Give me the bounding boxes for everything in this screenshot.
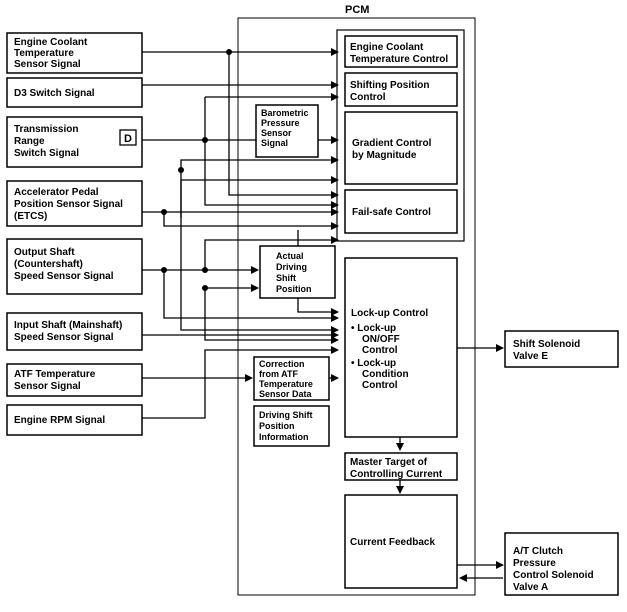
svg-text:Control: Control <box>362 345 398 356</box>
d-position-badge <box>119 129 137 146</box>
block-lockup-control: Lock-up Control • Lock-up ON/OFF Control… <box>344 257 458 438</box>
svg-text:Position Sensor Signal: Position Sensor Signal <box>14 199 123 210</box>
svg-text:Control: Control <box>362 380 398 391</box>
svg-text:Position: Position <box>259 421 295 431</box>
block-correction-atf: Correction from ATF Temperature Sensor D… <box>253 356 330 401</box>
svg-text:Driving: Driving <box>276 262 307 272</box>
svg-text:by Magnitude: by Magnitude <box>352 150 417 161</box>
svg-text:from ATF: from ATF <box>259 369 298 379</box>
output-at-clutch-solenoid: A/T Clutch Pressure Control Solenoid Val… <box>504 532 619 596</box>
svg-text:Valve A: Valve A <box>513 582 548 593</box>
svg-text:Engine Coolant: Engine Coolant <box>14 37 88 48</box>
block-driving-shift-info: Driving Shift Position Information <box>253 405 330 447</box>
svg-text:Shifting Position: Shifting Position <box>350 80 429 91</box>
svg-text:(Countershaft): (Countershaft) <box>14 259 83 270</box>
output-shift-solenoid-e: Shift Solenoid Valve E <box>504 330 619 368</box>
svg-text:Range: Range <box>14 136 45 147</box>
svg-text:Shift: Shift <box>276 273 296 283</box>
svg-text:Pressure: Pressure <box>261 118 300 128</box>
svg-text:D3 Switch Signal: D3 Switch Signal <box>14 88 95 99</box>
svg-text:Gradient Control: Gradient Control <box>352 138 432 149</box>
block-master-target: Master Target of Controlling Current <box>344 452 458 481</box>
svg-text:ON/OFF: ON/OFF <box>362 334 400 345</box>
svg-text:Control Solenoid: Control Solenoid <box>513 570 594 581</box>
svg-text:Pressure: Pressure <box>513 558 556 569</box>
svg-text:Controlling Current: Controlling Current <box>350 469 443 480</box>
svg-text:Accelerator Pedal: Accelerator Pedal <box>14 187 99 198</box>
input-input-shaft: Input Shaft (Mainshaft) Speed Sensor Sig… <box>6 312 143 351</box>
svg-text:Fail-safe Control: Fail-safe Control <box>352 207 431 218</box>
svg-text:(ETCS): (ETCS) <box>14 211 47 222</box>
block-gradient: Gradient Control by Magnitude <box>344 111 458 185</box>
svg-text:ATF Temperature: ATF Temperature <box>14 369 96 380</box>
svg-text:Driving Shift: Driving Shift <box>259 410 313 420</box>
svg-text:Master Target of: Master Target of <box>350 457 428 468</box>
svg-text:Speed Sensor Signal: Speed Sensor Signal <box>14 332 114 343</box>
input-output-shaft: Output Shaft (Countershaft) Speed Sensor… <box>6 238 143 295</box>
svg-text:Position: Position <box>276 284 312 294</box>
svg-text:Speed Sensor Signal: Speed Sensor Signal <box>14 271 114 282</box>
block-ect-control: Engine Coolant Temperature Control <box>344 35 458 68</box>
svg-text:Transmission: Transmission <box>14 124 78 135</box>
svg-text:Engine RPM Signal: Engine RPM Signal <box>14 415 105 426</box>
input-trs: Transmission Range Switch Signal D <box>6 116 143 168</box>
svg-text:Sensor Data: Sensor Data <box>259 389 313 399</box>
svg-text:• Lock-up: • Lock-up <box>351 323 396 334</box>
input-atf-temp: ATF Temperature Sensor Signal <box>6 363 143 397</box>
svg-text:• Lock-up: • Lock-up <box>351 358 396 369</box>
block-barometric: Barometric Pressure Sensor Signal <box>255 104 319 158</box>
junction-dots <box>161 49 232 291</box>
svg-text:Sensor: Sensor <box>261 128 292 138</box>
input-ect: Engine Coolant Temperature Sensor Signal <box>6 32 143 74</box>
svg-text:Input Shaft (Mainshaft): Input Shaft (Mainshaft) <box>14 320 122 331</box>
svg-text:Sensor Signal: Sensor Signal <box>14 381 81 392</box>
svg-text:Engine Coolant: Engine Coolant <box>350 42 424 53</box>
svg-text:Control: Control <box>350 92 386 103</box>
svg-text:A/T Clutch: A/T Clutch <box>513 546 563 557</box>
svg-text:Switch Signal: Switch Signal <box>14 148 79 159</box>
svg-text:Output Shaft: Output Shaft <box>14 247 75 258</box>
svg-text:Correction: Correction <box>259 359 305 369</box>
pcm-boundary <box>237 17 476 596</box>
svg-text:Temperature Control: Temperature Control <box>350 54 448 65</box>
svg-text:Temperature: Temperature <box>14 48 74 59</box>
input-engine-rpm: Engine RPM Signal <box>6 404 143 436</box>
svg-text:Actual: Actual <box>276 251 304 261</box>
svg-text:Current Feedback: Current Feedback <box>350 537 435 548</box>
svg-text:Temperature: Temperature <box>259 379 313 389</box>
pcm-title: PCM <box>345 4 369 16</box>
input-app: Accelerator Pedal Position Sensor Signal… <box>6 180 143 227</box>
svg-text:Shift Solenoid: Shift Solenoid <box>513 339 580 350</box>
block-current-feedback: Current Feedback <box>344 494 458 589</box>
svg-text:Information: Information <box>259 432 309 442</box>
svg-text:Lock-up Control: Lock-up Control <box>351 308 428 319</box>
svg-text:Barometric: Barometric <box>261 108 309 118</box>
block-actual-driving-shift: Actual Driving Shift Position <box>259 245 336 299</box>
input-d3: D3 Switch Signal <box>6 77 143 108</box>
svg-text:D: D <box>124 133 132 145</box>
svg-text:Condition: Condition <box>362 369 409 380</box>
block-failsafe: Fail-safe Control <box>344 189 458 234</box>
svg-text:Signal: Signal <box>261 138 288 148</box>
block-shift-position: Shifting Position Control <box>344 72 458 107</box>
svg-text:Sensor Signal: Sensor Signal <box>14 59 81 70</box>
svg-text:Valve E: Valve E <box>513 351 548 362</box>
